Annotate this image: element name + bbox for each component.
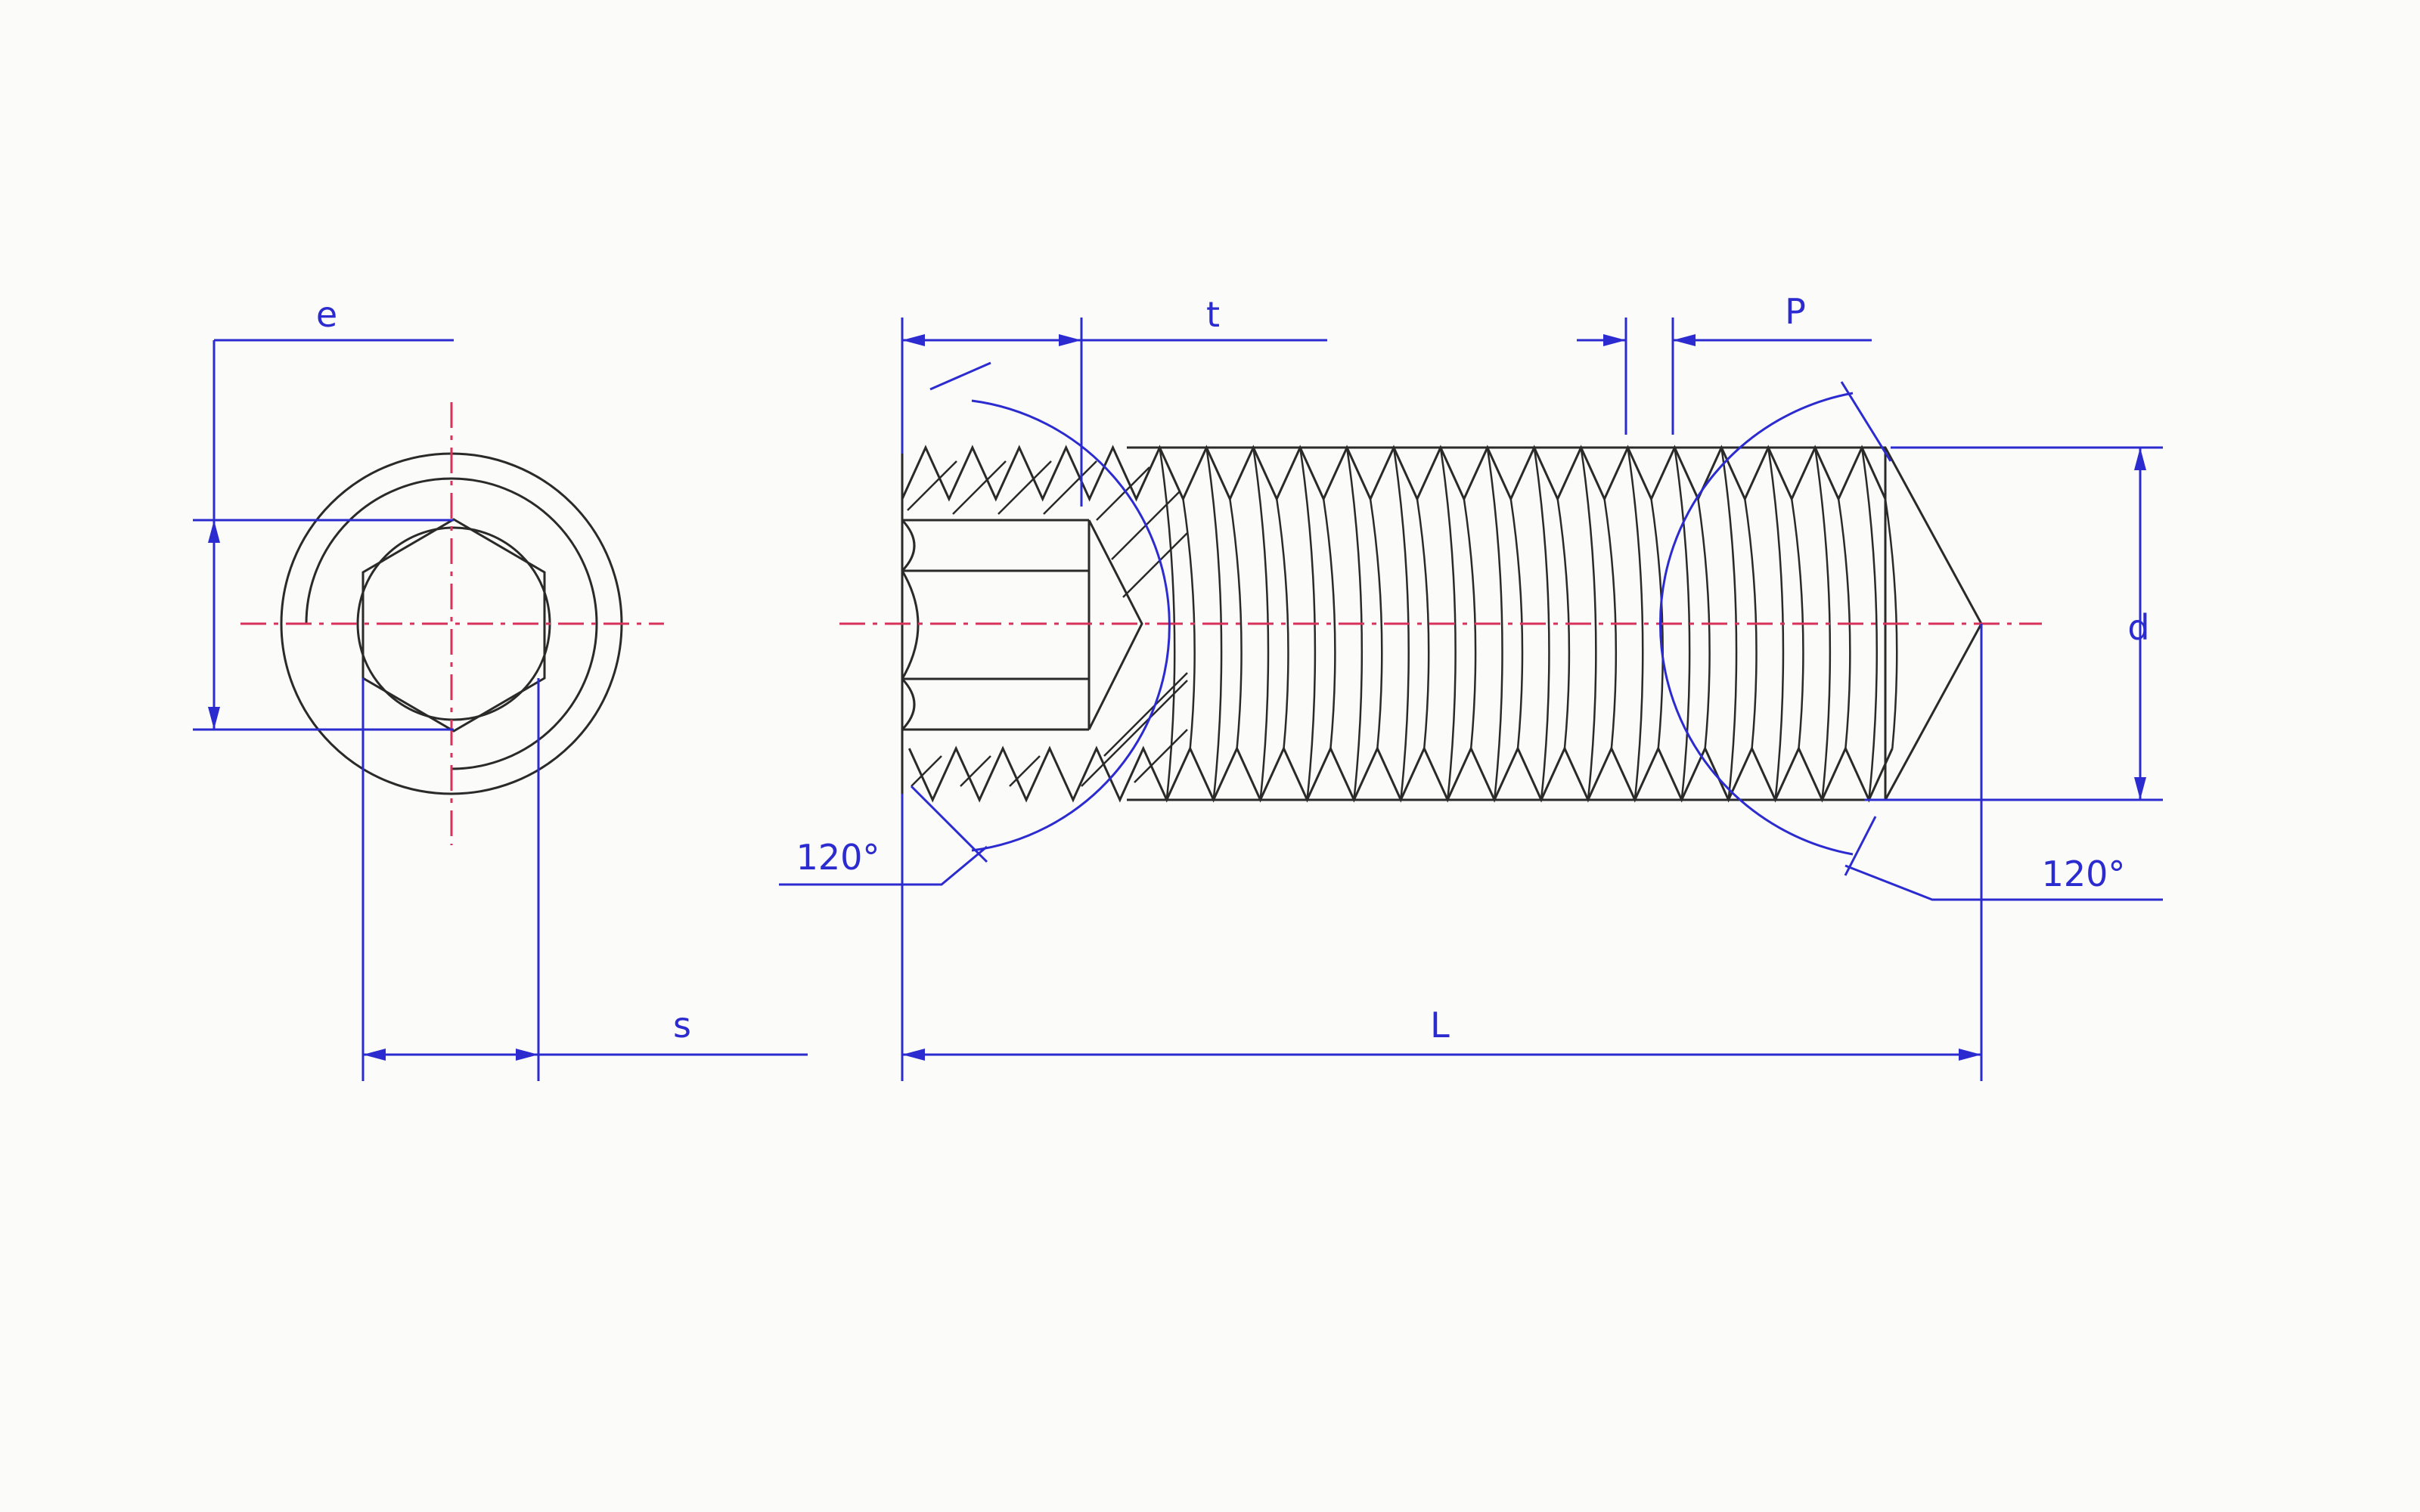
thread-top-zigzag [901,445,1887,502]
end-view-centerlines [240,402,664,845]
thread-root-line [1369,498,1383,749]
label-e: e [316,294,337,335]
dimensions [193,318,2163,1081]
label-p: P [1785,291,1806,332]
thread-root-line [1229,498,1243,749]
socket-flat-arc-2 [901,677,916,731]
thread-flank [1580,447,1597,801]
label-d: d [2127,607,2149,648]
hex-socket [361,518,546,733]
thread-flank [1674,447,1691,801]
section-hatching [907,460,1188,787]
drill-angle-arc [971,399,1171,852]
thread-flank [1860,447,1879,801]
thread-flank [1439,447,1457,801]
cone-angle-arc [1659,392,1854,856]
cone-angle-leader [1844,864,2163,901]
thread-root-line [1276,498,1289,749]
thread-top-profile [901,445,1887,502]
thread-flank [1627,447,1644,801]
socket-flat-arc-3 [901,570,920,680]
thread-root-line [1322,498,1336,749]
socket-flat-arc-1 [901,519,916,572]
thread-flank [1533,447,1550,801]
inner-thread-arc [305,477,598,770]
label-drill-angle: 120° [796,837,880,878]
label-cone-angle: 120° [2042,854,2126,894]
drill-angle-leader [779,845,988,886]
socket-drill-point [1087,519,1143,730]
label-t: t [1206,294,1220,335]
label-s: s [673,1005,691,1046]
thread-root-line [1416,498,1430,749]
arrowheads [208,334,2146,1061]
thread-flank [1486,447,1503,801]
label-l: L [1430,1005,1450,1046]
